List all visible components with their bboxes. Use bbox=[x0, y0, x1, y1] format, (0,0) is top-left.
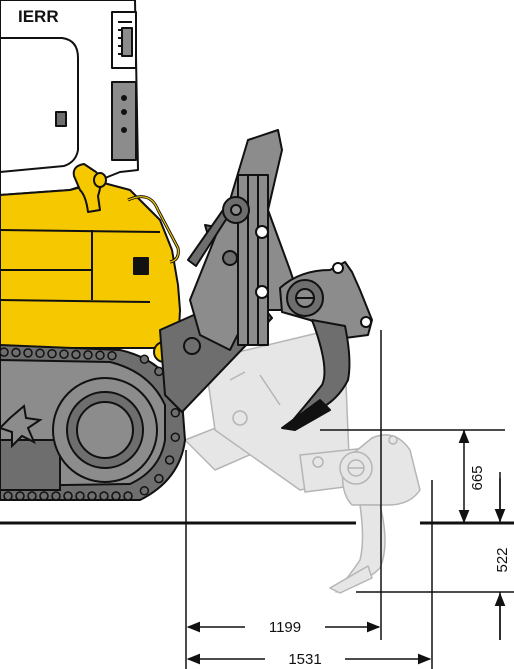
track-link-stud bbox=[99, 491, 109, 501]
dim-lift-height-label: 665 bbox=[469, 465, 486, 490]
dim-reach-lowered-label: 1531 bbox=[288, 651, 321, 668]
track-link-stud bbox=[23, 348, 33, 358]
track-link-group bbox=[0, 347, 181, 501]
tractor-body bbox=[0, 163, 181, 363]
dimension-labels: 665 522 1199 1531 bbox=[269, 465, 511, 668]
track-link-stud bbox=[35, 348, 45, 359]
track-link-stud bbox=[39, 491, 49, 501]
crawler-track bbox=[0, 343, 187, 501]
track-link-stud bbox=[139, 354, 150, 364]
track-link-stud bbox=[83, 350, 93, 360]
track-link-stud bbox=[3, 491, 13, 501]
track-link-stud bbox=[170, 408, 181, 418]
track-link-stud bbox=[107, 350, 117, 361]
track-link-stud bbox=[75, 491, 85, 501]
track-link-stud bbox=[0, 347, 9, 357]
track-link-stud bbox=[123, 491, 133, 501]
track-link-stud bbox=[139, 486, 150, 496]
track-link-stud bbox=[71, 349, 81, 360]
dim-penetration-depth-label: 522 bbox=[494, 547, 511, 572]
track-link-stud bbox=[170, 432, 181, 442]
dim-reach-raised-label: 1199 bbox=[269, 619, 301, 636]
track-link-stud bbox=[51, 491, 61, 501]
track-link-stud bbox=[154, 473, 164, 484]
track-link-stud bbox=[87, 491, 97, 501]
track-link-stud bbox=[15, 491, 25, 501]
track-link-stud bbox=[111, 491, 121, 501]
track-link-stud bbox=[59, 349, 69, 359]
track-link-stud bbox=[11, 347, 21, 358]
track-link-stud bbox=[27, 491, 37, 501]
operator-cab: IERR bbox=[0, 0, 139, 196]
track-link-stud bbox=[63, 491, 73, 501]
ripper-lowered-ghost bbox=[184, 329, 421, 594]
track-link-stud bbox=[164, 455, 175, 465]
cab-brand-lettering: IERR bbox=[18, 7, 59, 26]
dimension-lines bbox=[185, 330, 514, 669]
track-link-stud bbox=[95, 350, 105, 361]
track-link-stud bbox=[154, 366, 164, 377]
ripper-raised bbox=[159, 129, 373, 431]
track-link-stud bbox=[47, 348, 57, 359]
